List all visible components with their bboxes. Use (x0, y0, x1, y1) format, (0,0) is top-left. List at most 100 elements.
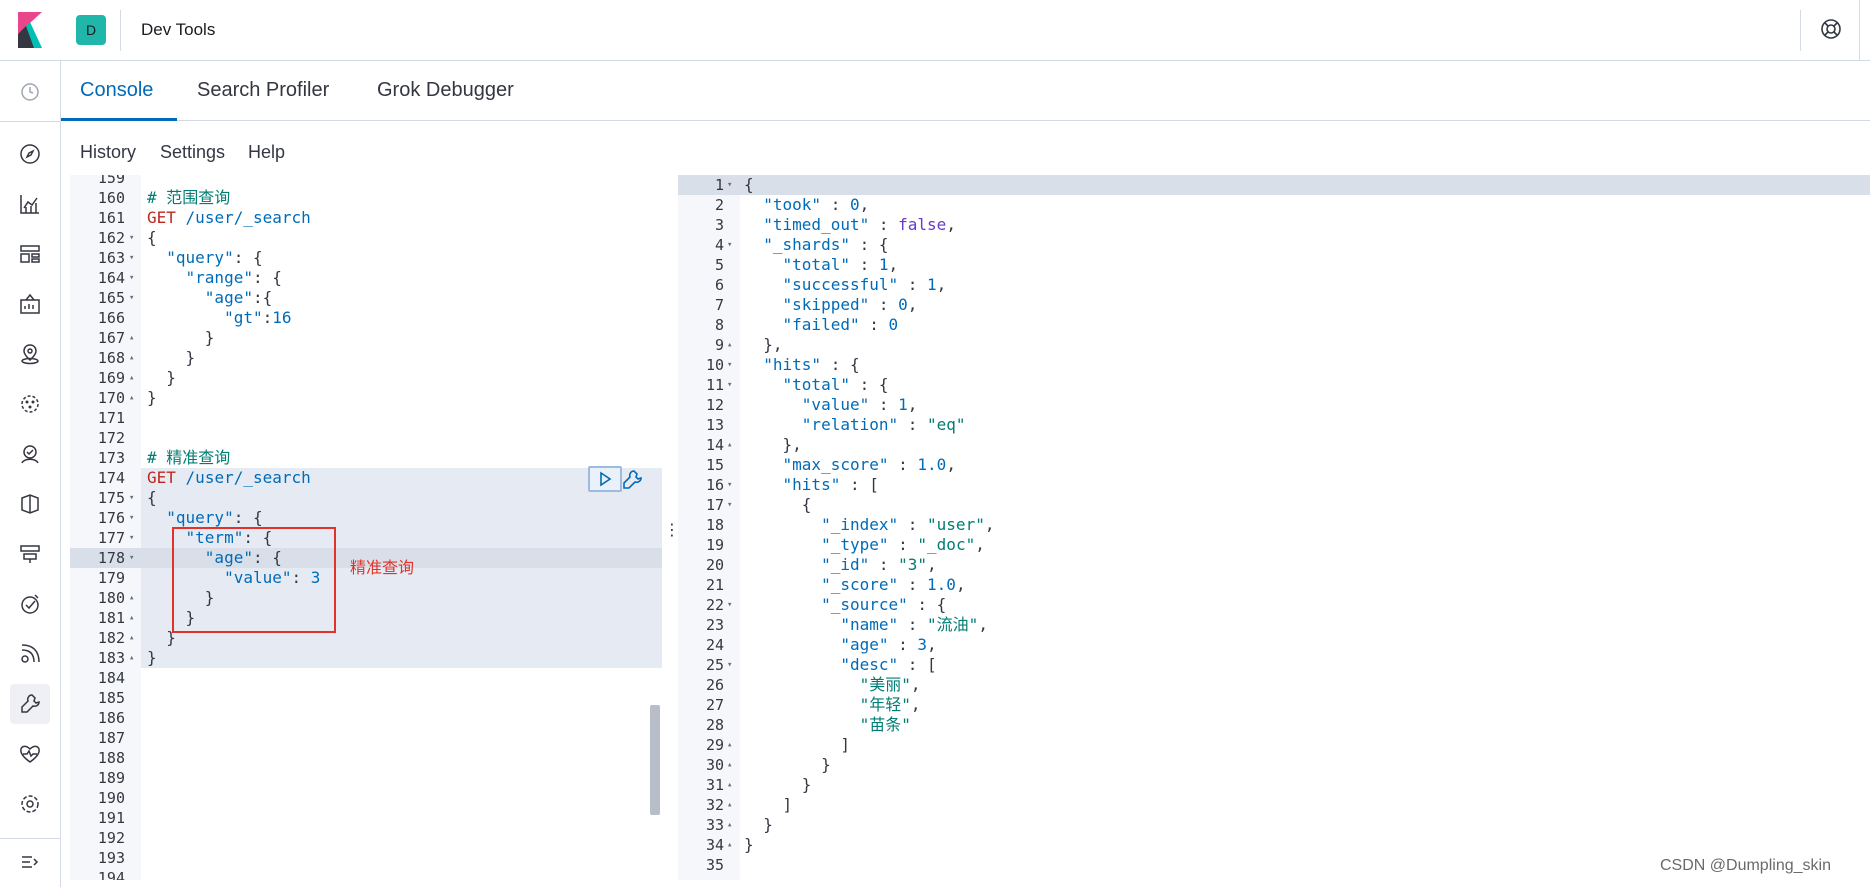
fold-toggle-icon[interactable]: ▾ (727, 240, 733, 250)
logs-icon[interactable] (10, 484, 50, 524)
fold-toggle-icon[interactable]: ▾ (129, 533, 135, 543)
line-number: 180 (97, 589, 125, 607)
output-line: "total" : 1, (782, 255, 899, 274)
code-line: GET /user/_search (147, 208, 311, 227)
management-gear-icon[interactable] (10, 784, 50, 824)
dev-tools-wrench-icon[interactable] (10, 684, 50, 724)
line-number: 185 (97, 689, 125, 707)
output-line: "value" : 1, (801, 395, 918, 414)
fold-toggle-icon[interactable]: ▴ (727, 780, 733, 790)
fold-toggle-icon[interactable]: ▴ (727, 340, 733, 350)
fold-toggle-icon[interactable]: ▾ (727, 500, 733, 510)
fold-toggle-icon[interactable]: ▾ (129, 513, 135, 523)
fold-toggle-icon[interactable]: ▴ (727, 440, 733, 450)
output-line: "failed" : 0 (782, 315, 899, 334)
console-menu: History Settings Help (61, 121, 1870, 175)
line-number: 172 (97, 429, 125, 447)
editor-scrollbar[interactable] (650, 705, 660, 815)
line-number: 170 (97, 389, 125, 407)
fold-toggle-icon[interactable]: ▴ (129, 333, 135, 343)
fold-toggle-icon[interactable]: ▾ (727, 180, 733, 190)
line-number: 179 (97, 569, 125, 587)
fold-toggle-icon[interactable]: ▴ (129, 613, 135, 623)
fold-toggle-icon[interactable]: ▴ (727, 820, 733, 830)
line-number: 11 (705, 376, 724, 394)
fold-toggle-icon[interactable]: ▾ (129, 233, 135, 243)
line-number: 167 (97, 329, 125, 347)
recently-viewed-clock-icon[interactable] (19, 81, 41, 103)
page-title: Dev Tools (141, 20, 216, 39)
fold-toggle-icon[interactable]: ▴ (129, 353, 135, 363)
canvas-icon[interactable] (10, 284, 50, 324)
fold-toggle-icon[interactable]: ▾ (129, 273, 135, 283)
watermark: CSDN @Dumpling_skin (1660, 857, 1831, 874)
line-number: 2 (714, 196, 724, 214)
fold-toggle-icon[interactable]: ▾ (129, 553, 135, 563)
fold-toggle-icon[interactable]: ▾ (727, 600, 733, 610)
uptime-icon[interactable] (10, 584, 50, 624)
monitoring-icon[interactable] (10, 734, 50, 774)
maps-icon[interactable] (10, 334, 50, 374)
line-number: 22 (705, 596, 724, 614)
line-number: 1 (714, 176, 724, 194)
side-nav (0, 61, 61, 887)
line-number: 32 (705, 796, 724, 814)
tab-grok-debugger[interactable]: Grok Debugger (377, 79, 514, 101)
fold-toggle-icon[interactable]: ▾ (727, 660, 733, 670)
line-number: 17 (705, 496, 724, 514)
space-avatar[interactable]: D (76, 15, 106, 45)
fold-toggle-icon[interactable]: ▴ (129, 393, 135, 403)
request-options-wrench-icon[interactable] (620, 468, 644, 492)
fold-toggle-icon[interactable]: ▴ (727, 800, 733, 810)
fold-toggle-icon[interactable]: ▾ (727, 480, 733, 490)
help-menu-item[interactable]: Help (248, 142, 286, 162)
visualize-icon[interactable] (10, 184, 50, 224)
fold-toggle-icon[interactable]: ▴ (727, 760, 733, 770)
line-number: 4 (714, 236, 724, 254)
output-line: "hits" : [ (782, 475, 879, 494)
output-line: "_id" : "3", (821, 555, 937, 574)
line-number: 175 (97, 489, 125, 507)
fold-toggle-icon[interactable]: ▾ (129, 493, 135, 503)
tab-search-profiler[interactable]: Search Profiler (197, 79, 330, 101)
line-number: 27 (705, 696, 724, 714)
fold-toggle-icon[interactable]: ▾ (129, 253, 135, 263)
help-lifebuoy-icon[interactable] (1820, 18, 1842, 40)
kibana-logo-icon[interactable] (14, 12, 46, 48)
discover-icon[interactable] (10, 134, 50, 174)
line-number: 15 (705, 456, 724, 474)
line-number: 14 (705, 436, 724, 454)
output-line: "美丽", (859, 675, 921, 694)
output-line: "relation" : "eq" (801, 415, 966, 434)
fold-toggle-icon[interactable]: ▴ (727, 840, 733, 850)
infrastructure-icon[interactable] (10, 534, 50, 574)
fold-toggle-icon[interactable]: ▴ (727, 740, 733, 750)
fold-toggle-icon[interactable]: ▾ (727, 360, 733, 370)
machine-learning-icon[interactable] (10, 384, 50, 424)
code-line: "query": { (166, 508, 263, 527)
editor-gutter (70, 175, 141, 880)
siem-icon[interactable] (10, 434, 50, 474)
fold-toggle-icon[interactable]: ▾ (129, 293, 135, 303)
dashboard-icon[interactable] (10, 234, 50, 274)
line-number: 24 (705, 636, 724, 654)
fold-toggle-icon[interactable]: ▴ (129, 633, 135, 643)
fold-toggle-icon[interactable]: ▾ (727, 380, 733, 390)
pane-resize-handle[interactable]: ⋮ (664, 522, 680, 539)
history-menu-item[interactable]: History (80, 142, 137, 162)
code-line: # 范围查询 (147, 188, 231, 207)
fold-toggle-icon[interactable]: ▴ (129, 593, 135, 603)
output-line: "_score" : 1.0, (821, 575, 966, 594)
fold-toggle-icon[interactable]: ▴ (129, 653, 135, 663)
code-line: "value": 3 (224, 568, 321, 587)
code-line: { (147, 488, 157, 507)
tab-console[interactable]: Console (80, 79, 154, 101)
fold-toggle-icon[interactable]: ▴ (129, 373, 135, 383)
settings-menu-item[interactable]: Settings (160, 142, 226, 162)
collapse-nav-icon[interactable] (10, 842, 50, 882)
response-output[interactable]: 1▾{2 "took" : 0,3 "timed_out" : false,4▾… (678, 175, 1870, 880)
output-line: ] (744, 735, 850, 754)
apm-icon[interactable] (10, 634, 50, 674)
send-request-button[interactable] (588, 466, 622, 492)
